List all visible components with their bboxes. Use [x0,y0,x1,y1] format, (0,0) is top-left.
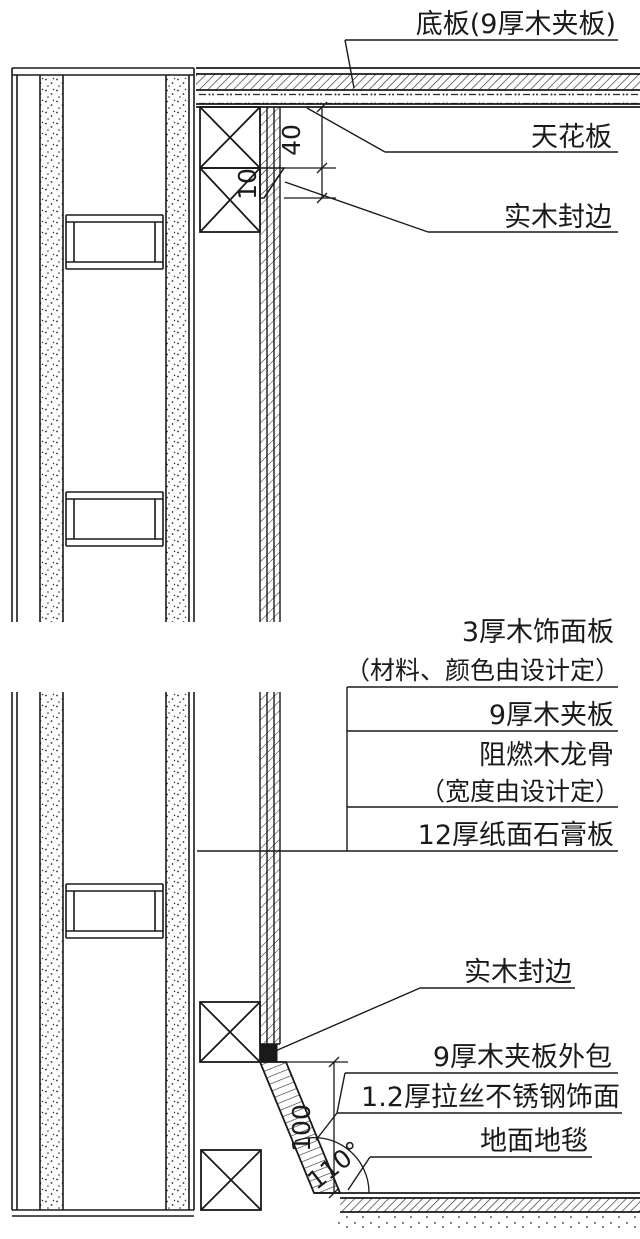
angle-arc [294,1136,370,1194]
label-veneer-panel: 3厚木饰面板 [462,617,614,648]
wall-paneling-upper [259,107,281,622]
label-plywood: 9厚木夹板 [489,700,614,731]
ceiling-assembly [196,67,640,108]
leader-lines [197,39,622,1191]
floor-slab [314,1192,640,1232]
label-carpet: 地面地毯 [480,1126,588,1157]
label-wood-edge-bottom: 实木封边 [464,957,572,988]
wall-paneling-lower [259,692,281,1045]
dimension-annotations [262,101,370,1199]
label-veneer-note: （材料、颜色由设计定） [345,656,620,685]
dim-ceiling-recess: 40 [277,124,306,156]
wood-edge-block [259,1043,278,1063]
wood-edge-wedge [259,167,286,199]
label-keel-note: （宽度由设计定） [420,777,620,806]
label-stainless-finish: 1.2厚拉丝不锈钢饰面 [361,1082,620,1113]
label-ceiling: 天花板 [531,122,612,153]
dim-edge-thickness: 10 [233,168,262,200]
wall-upper-section [11,67,195,622]
label-gypsum-board: 12厚纸面石膏板 [418,820,614,851]
label-plywood-wrap: 9厚木夹板外包 [433,1042,612,1073]
label-bottom-plate: 底板(9厚木夹板) [416,9,616,40]
label-wood-edge-top: 实木封边 [504,202,612,233]
dim-skirting-height: 100 [287,1104,316,1152]
wall-lower-section [11,692,195,1217]
label-keel: 阻燃木龙骨 [479,740,614,771]
